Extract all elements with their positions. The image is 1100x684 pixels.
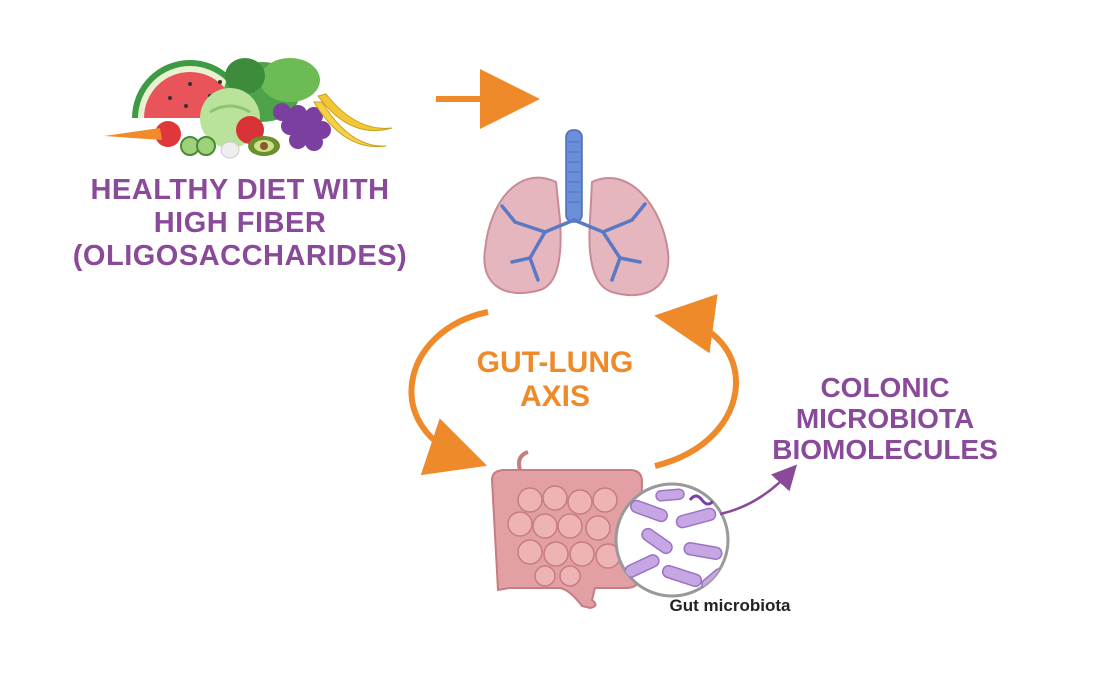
colonic-label-line-2: MICROBIOTA — [795, 403, 975, 434]
gut-microbiota-caption: Gut microbiota — [669, 596, 791, 615]
axis-label-line-2: AXIS — [519, 380, 591, 413]
colonic-biomolecules-label: COLONIC MICROBIOTA BIOMOLECULES — [730, 372, 1040, 465]
microbiota-to-biomolecules-arrow — [719, 464, 798, 516]
fruits-vegetables-icon — [104, 58, 393, 159]
lungs-icon — [483, 129, 670, 297]
gut-lung-axis-label: GUT-LUNG AXIS — [430, 346, 680, 414]
bacteria-magnifier-icon — [614, 482, 730, 598]
colonic-label-line-3: BIOMOLECULES — [772, 434, 998, 465]
diet-label-line-3: (OLIGOSACCHARIDES) — [72, 240, 408, 272]
diet-label-line-2: HIGH FIBER — [153, 207, 327, 239]
gut-to-lung-arrow — [654, 294, 739, 469]
colonic-label-line-1: COLONIC — [820, 372, 950, 403]
intestine-icon — [490, 450, 644, 610]
axis-label-line-1: GUT-LUNG — [476, 346, 634, 379]
diet-label-line-1: HEALTHY DIET WITH — [90, 174, 390, 206]
diet-label: HEALTHY DIET WITH HIGH FIBER (OLIGOSACCH… — [40, 174, 440, 273]
lung-to-gut-arrow — [408, 309, 489, 476]
